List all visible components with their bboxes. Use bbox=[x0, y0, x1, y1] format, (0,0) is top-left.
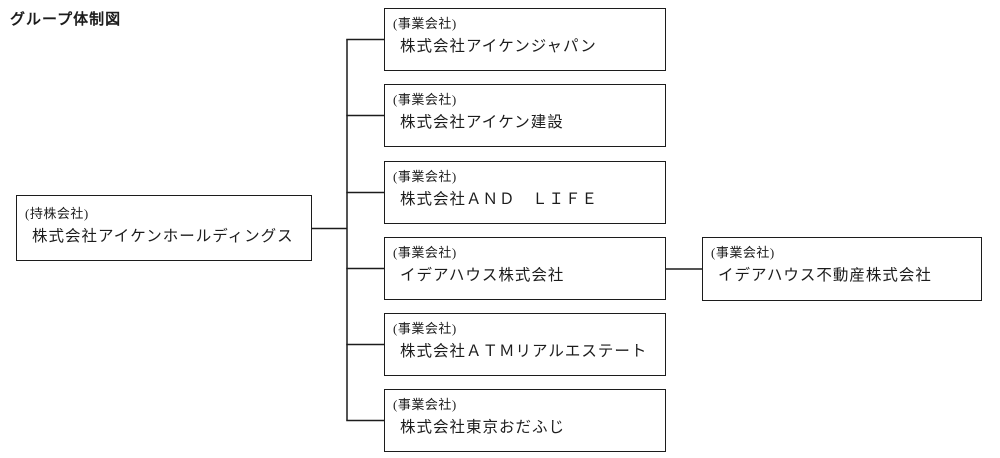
node-type-label: (事業会社) bbox=[393, 92, 457, 107]
node-holding-company: (持株会社) 株式会社アイケンホールディングス bbox=[16, 195, 312, 261]
node-sub-subsidiary: (事業会社) イデアハウス不動産株式会社 bbox=[702, 237, 982, 301]
node-company-name: イデアハウス株式会社 bbox=[400, 267, 565, 284]
node-company-name: イデアハウス不動産株式会社 bbox=[718, 267, 932, 284]
node-company-name: 株式会社アイケンジャパン bbox=[400, 38, 597, 55]
node-company-name: 株式会社アイケンホールディングス bbox=[32, 228, 294, 245]
node-type-label: (事業会社) bbox=[393, 245, 457, 260]
node-company-name: 株式会社ＡＮＤ ＬＩＦＥ bbox=[400, 191, 599, 208]
node-type-label: (持株会社) bbox=[25, 206, 89, 221]
node-subsidiary-5: (事業会社) 株式会社ＡＴＭリアルエステート bbox=[384, 313, 666, 376]
node-subsidiary-4: (事業会社) イデアハウス株式会社 bbox=[384, 237, 666, 300]
node-type-label: (事業会社) bbox=[393, 16, 457, 31]
diagram-title: グループ体制図 bbox=[10, 12, 122, 28]
node-subsidiary-1: (事業会社) 株式会社アイケンジャパン bbox=[384, 8, 666, 71]
node-subsidiary-3: (事業会社) 株式会社ＡＮＤ ＬＩＦＥ bbox=[384, 161, 666, 224]
node-subsidiary-2: (事業会社) 株式会社アイケン建設 bbox=[384, 84, 666, 147]
node-company-name: 株式会社東京おだふじ bbox=[400, 419, 566, 436]
node-type-label: (事業会社) bbox=[393, 169, 457, 184]
node-type-label: (事業会社) bbox=[393, 397, 457, 412]
node-company-name: 株式会社アイケン建設 bbox=[400, 114, 564, 131]
node-type-label: (事業会社) bbox=[393, 321, 457, 336]
node-type-label: (事業会社) bbox=[711, 245, 775, 260]
node-company-name: 株式会社ＡＴＭリアルエステート bbox=[400, 343, 648, 360]
node-subsidiary-6: (事業会社) 株式会社東京おだふじ bbox=[384, 389, 666, 452]
